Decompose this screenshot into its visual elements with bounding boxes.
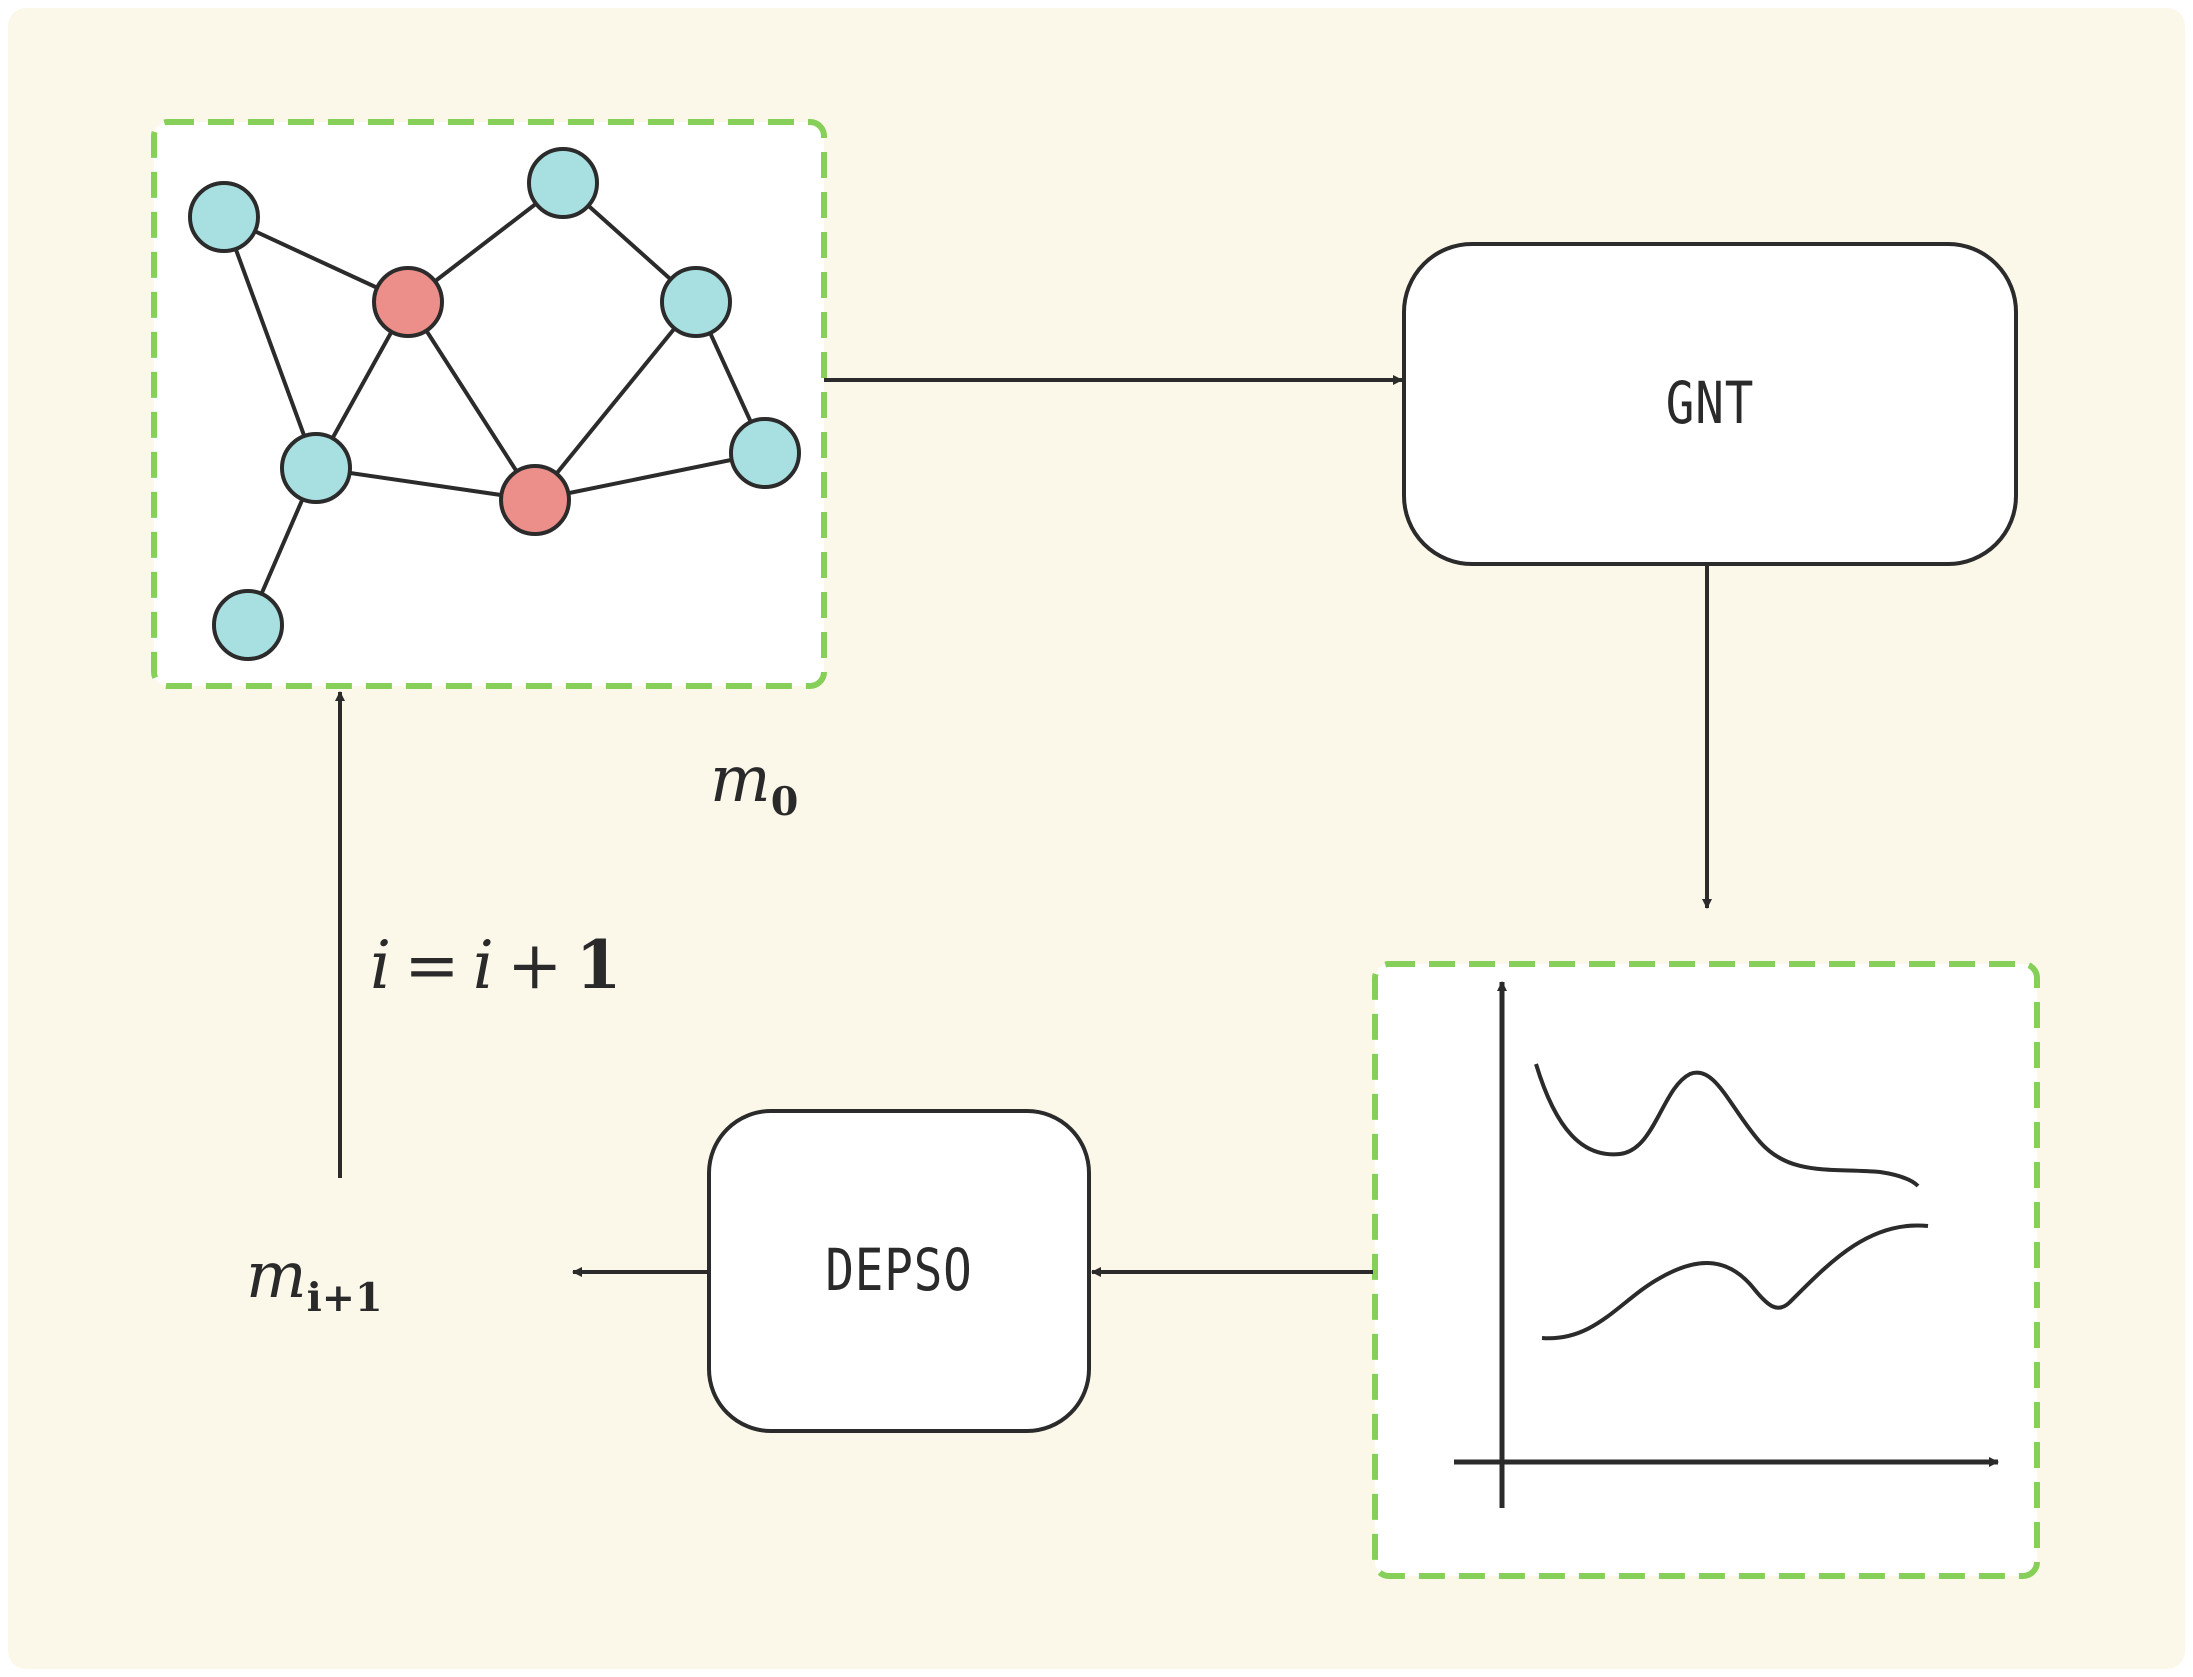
iteration-one: 1 (575, 926, 622, 1004)
graph-node (660, 266, 732, 338)
connectors (335, 375, 1712, 1277)
graph-node (280, 432, 352, 504)
plot-panel (1372, 961, 2040, 1579)
gnt-label: GNT (1665, 369, 1755, 437)
depso-box (707, 1109, 1091, 1433)
m0-subscript: 0 (770, 778, 799, 825)
mi1-subscript: i+1 (306, 1274, 383, 1321)
plot-curve-lower (1541, 1223, 1929, 1341)
mi1-base: m (246, 1239, 307, 1313)
graph-node (212, 589, 284, 661)
plot-curve-upper (1534, 1063, 1920, 1188)
graph-node (527, 147, 599, 219)
graph-panel (151, 119, 827, 689)
mi1-label: mi+1 (246, 1244, 383, 1319)
graph-node-highlight (372, 266, 444, 338)
iteration-var: i (472, 927, 494, 1004)
gnt-box (1402, 242, 2018, 566)
iteration-label: i=i+1 (370, 932, 622, 999)
line-plot-icon (1454, 981, 1999, 1508)
graph-node-highlight (499, 464, 571, 536)
graph-node (729, 417, 801, 489)
m0-base: m (710, 743, 771, 817)
iteration-equals: = (404, 927, 460, 1004)
plot-panel-border (1372, 961, 2040, 1579)
iteration-plus: + (507, 927, 563, 1004)
graph-nodes (188, 147, 801, 661)
depso-label: DEPSO (825, 1236, 973, 1304)
graph-node (188, 181, 260, 253)
iteration-var: i (370, 927, 392, 1004)
m0-label: m0 (710, 748, 798, 823)
